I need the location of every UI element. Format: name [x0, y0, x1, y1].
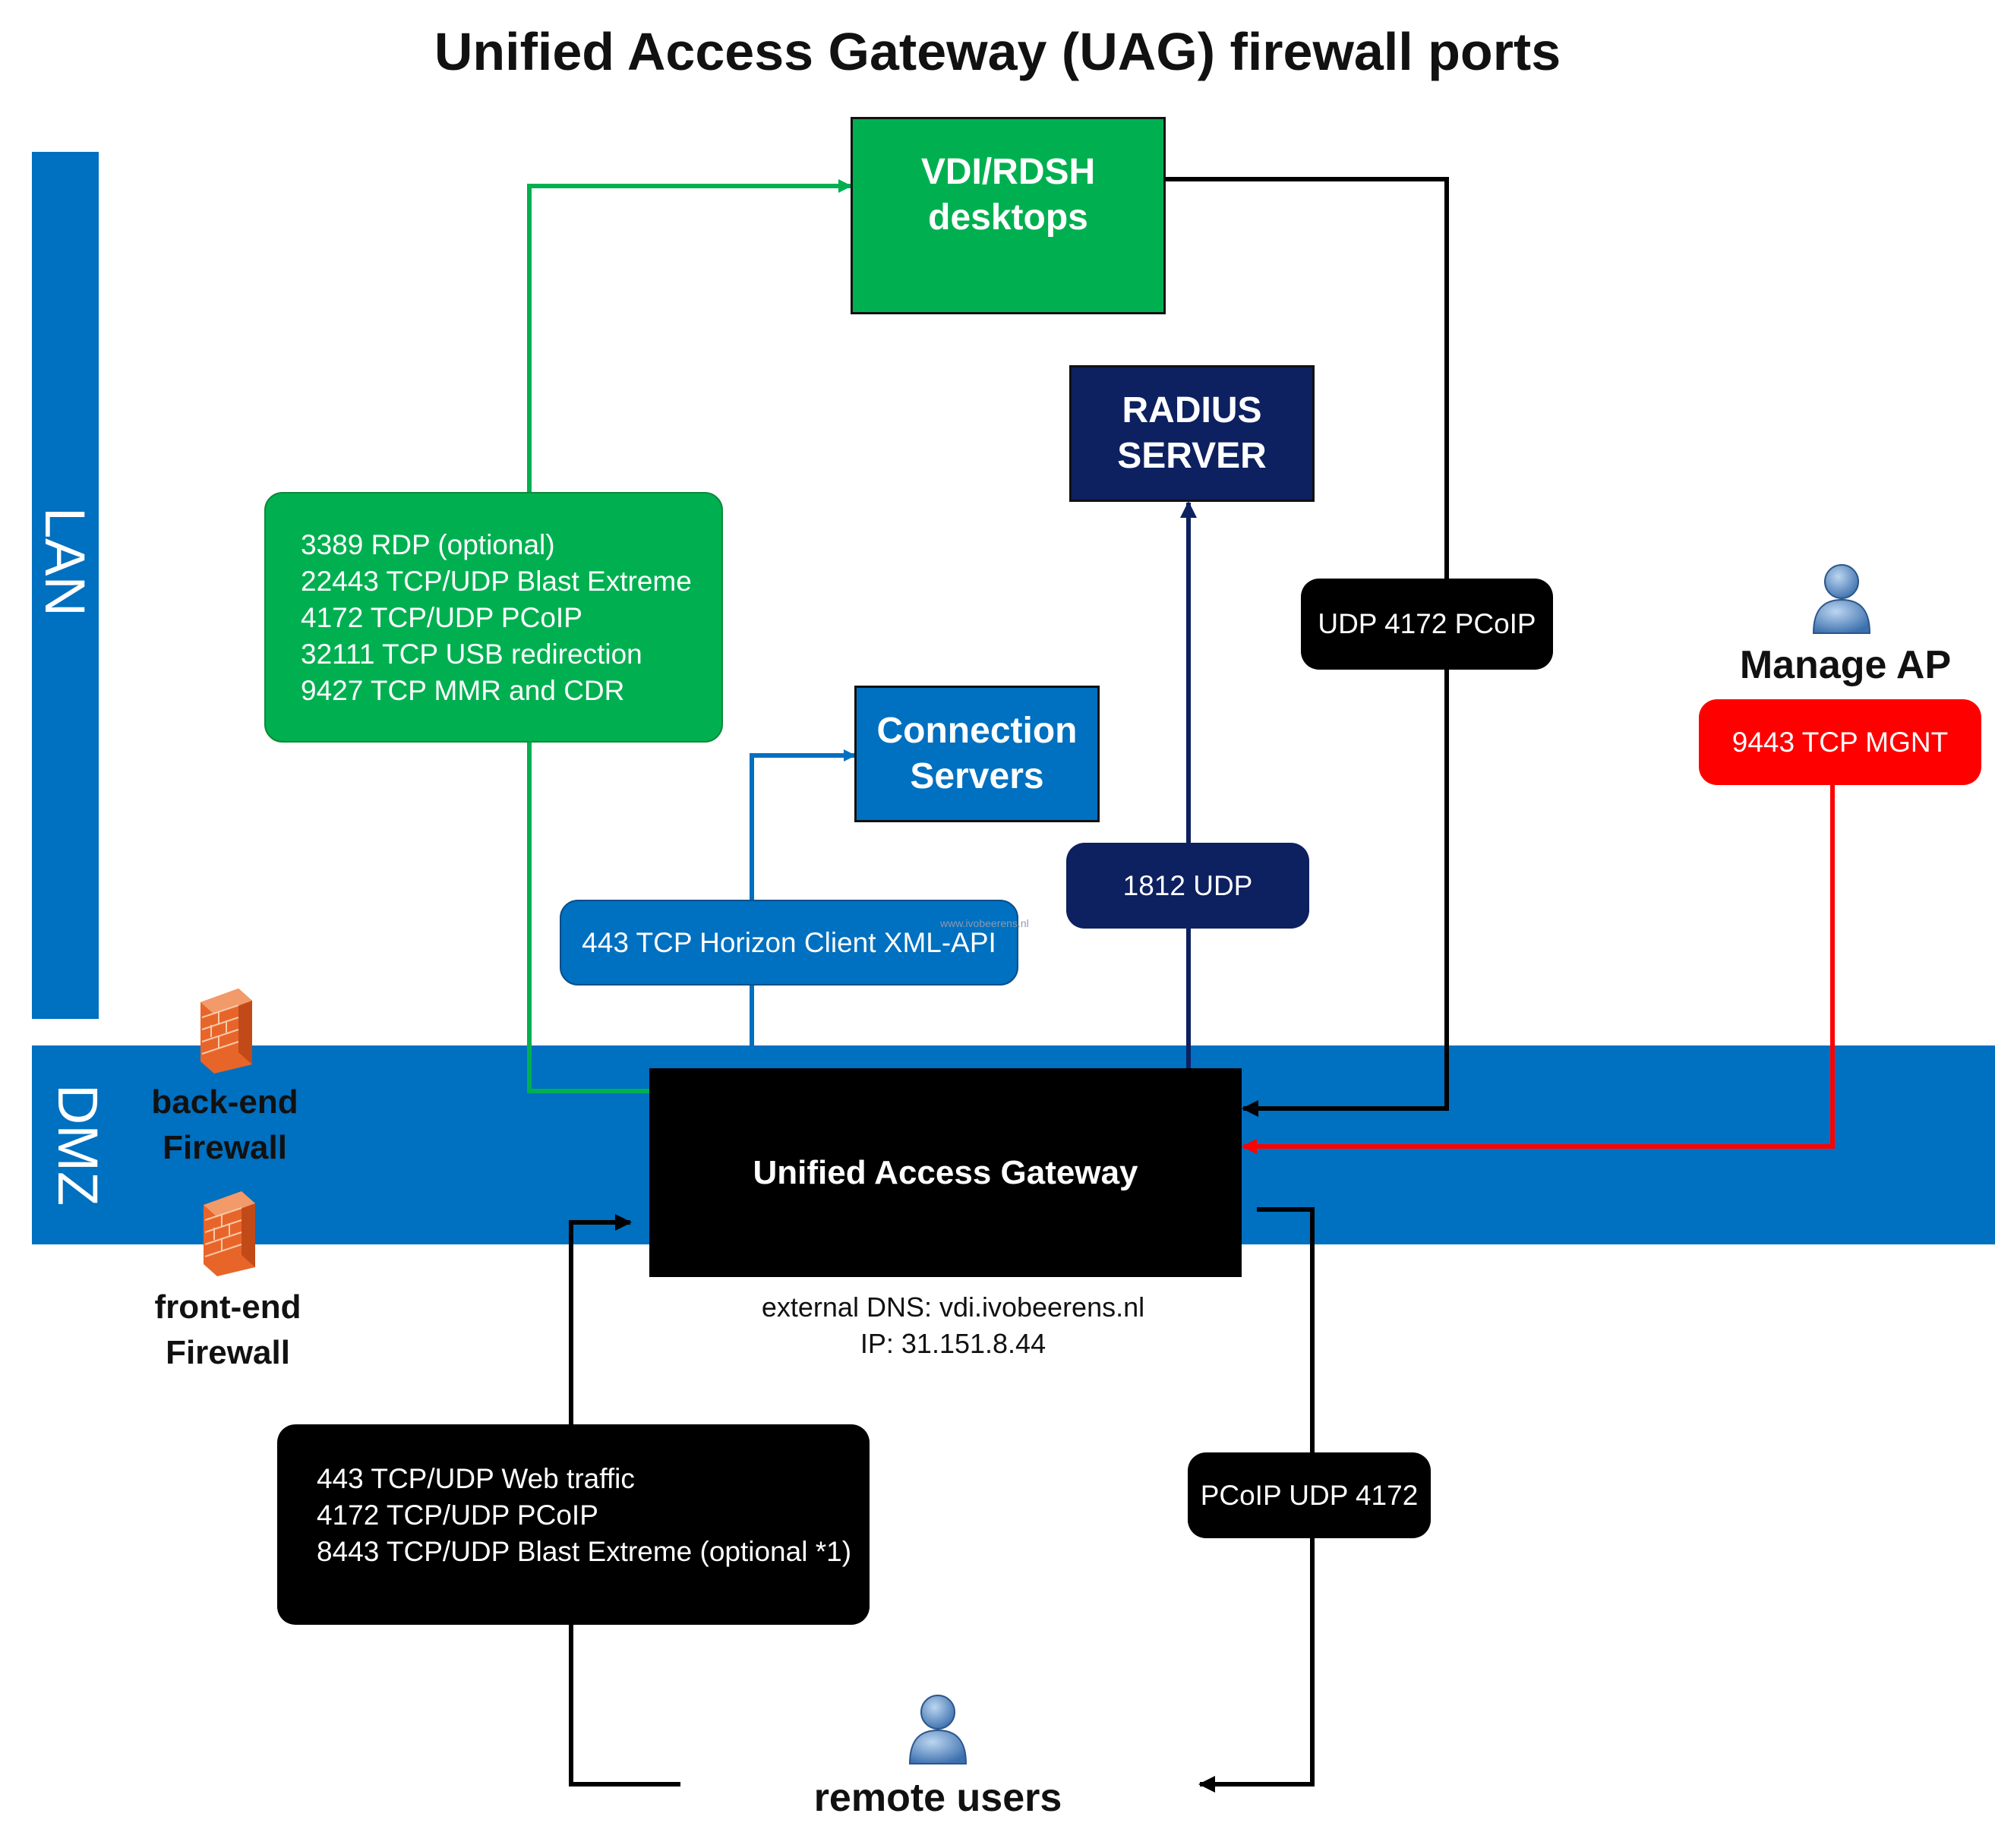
- radius-server-node: RADIUS SERVER: [1069, 365, 1315, 502]
- connection-label-line1: Connection: [876, 711, 1078, 751]
- uag-network-info: external DNS: vdi.ivobeerens.nl IP: 31.1…: [725, 1289, 1181, 1362]
- pcoip-return-label: PCoIP UDP 4172: [1188, 1452, 1431, 1538]
- lan-port-item: 32111 TCP USB redirection: [301, 639, 642, 670]
- front-end-firewall-line2: Firewall: [166, 1334, 290, 1371]
- vdi-label-line1: VDI/RDSH: [920, 152, 1096, 192]
- admin-user-icon: [1812, 564, 1871, 634]
- external-port-item: 4172 TCP/UDP PCoIP: [317, 1500, 598, 1531]
- lan-ports-note: 3389 RDP (optional) 22443 TCP/UDP Blast …: [264, 492, 723, 743]
- back-end-firewall-icon: [200, 989, 252, 1074]
- radius-port-label: 1812 UDP: [1066, 843, 1309, 929]
- udp-4172-label: UDP 4172 PCoIP: [1301, 579, 1553, 670]
- uag-node: Unified Access Gateway: [649, 1068, 1242, 1277]
- mgnt-port-label: 9443 TCP MGNT: [1699, 699, 1981, 785]
- lan-port-item: 9427 TCP MMR and CDR: [301, 675, 625, 706]
- edge-manage-to-uag: [1242, 785, 1835, 1154]
- back-end-firewall-label: back-end Firewall: [134, 1080, 316, 1171]
- front-end-firewall-label: front-end Firewall: [137, 1285, 319, 1376]
- page-title: Unified Access Gateway (UAG) firewall po…: [434, 22, 1561, 81]
- external-port-item: 443 TCP/UDP Web traffic: [317, 1463, 635, 1494]
- lan-port-item: 22443 TCP/UDP Blast Extreme: [301, 566, 692, 597]
- front-end-firewall-line1: front-end: [154, 1288, 301, 1326]
- uag-dns: external DNS: vdi.ivobeerens.nl: [761, 1291, 1145, 1323]
- horizon-xml-label: 443 TCP Horizon Client XML-API: [560, 900, 1018, 985]
- vdi-label-line2: desktops: [928, 197, 1088, 238]
- manage-ap-label: Manage AP: [1739, 643, 1952, 687]
- vdi-desktops-node: VDI/RDSH desktops: [851, 117, 1166, 314]
- lan-port-item: 3389 RDP (optional): [301, 529, 555, 560]
- connection-servers-node: Connection Servers: [854, 686, 1100, 822]
- external-port-item: 8443 TCP/UDP Blast Extreme (optional *1): [317, 1536, 852, 1567]
- watermark: www.ivobeerens.nl: [940, 917, 1029, 929]
- lan-zone-label: LAN: [33, 507, 97, 617]
- lan-port-item: 4172 TCP/UDP PCoIP: [301, 602, 582, 633]
- back-end-firewall-line2: Firewall: [163, 1129, 287, 1166]
- connection-label-line2: Servers: [910, 756, 1044, 796]
- radius-label-line2: SERVER: [1117, 436, 1267, 476]
- dmz-zone-label: DMZ: [46, 1083, 110, 1206]
- remote-users-label: remote users: [813, 1776, 1062, 1820]
- back-end-firewall-line1: back-end: [151, 1083, 298, 1121]
- front-end-firewall-icon: [204, 1191, 255, 1276]
- radius-label-line1: RADIUS: [1122, 390, 1262, 430]
- lan-zone-band: [32, 152, 99, 1019]
- external-ports-note: 443 TCP/UDP Web traffic 4172 TCP/UDP PCo…: [277, 1424, 870, 1625]
- remote-user-icon: [908, 1695, 968, 1764]
- uag-ip: IP: 31.151.8.44: [860, 1328, 1046, 1359]
